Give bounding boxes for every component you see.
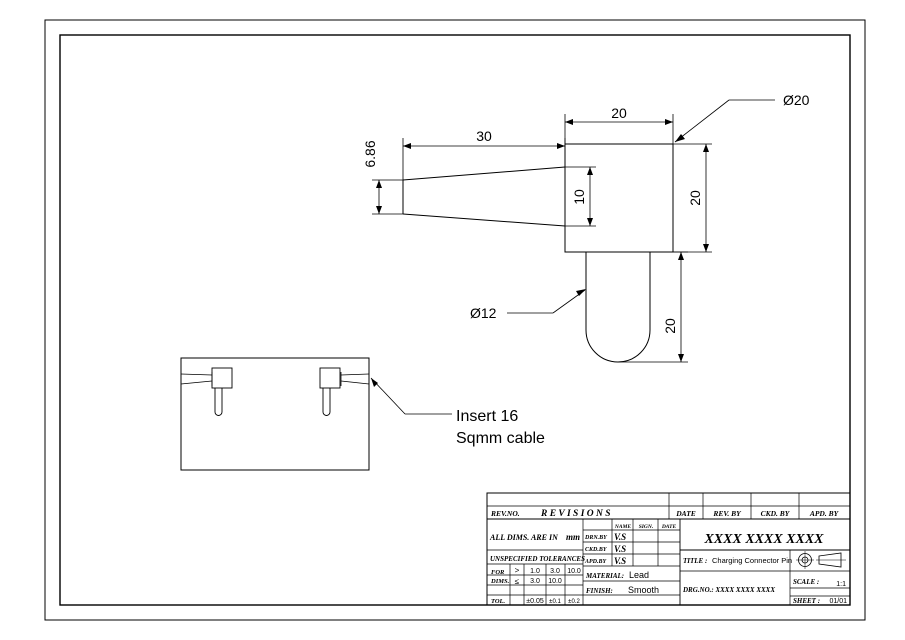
gt-symbol: > [515,566,520,575]
drn-by-value: V.S [614,532,626,542]
outer-border [44,19,866,621]
cable-left [180,373,213,376]
unspecified-tolerances: UNSPECIFIED TOLERANCES [490,555,585,563]
sign-header: SIGN. [639,524,654,530]
tol-range-4: 3.0 [530,578,540,585]
tol-range-5: 10.0 [548,578,562,585]
dim-block-height-label: 20 [687,190,703,206]
drg-no: DRG.NO.: XXXX XXXX XXXX [682,586,775,594]
tol-range-2: 3.0 [550,568,560,575]
tol-label: TOL. [491,598,506,605]
material-label: MATERIAL: [585,572,624,580]
stem [585,252,651,363]
for-label: FOR [491,569,505,576]
dia-top-label: Ø20 [783,92,810,108]
dim-inner: 10 [565,166,596,227]
taper-top-edge [402,166,566,181]
dim-stem-height-label: 20 [662,318,678,334]
dim-inner-label: 10 [571,189,587,205]
inset-frame [180,357,370,471]
title-block: REV.NO. R E V I S I O N S DATE REV. BY C… [486,492,851,606]
revisions-header: R E V I S I O N S [540,509,611,519]
finish-value: Smooth [628,585,659,595]
finish-label: FINISH: [586,587,613,595]
tol-value-3: ±0.2 [568,599,580,605]
inner-border [59,34,851,606]
ckd-by-label: CKD.BY [585,547,608,553]
drawing-code: XXXX XXXX XXXX [703,532,824,547]
ckd-by-header: CKD. BY [761,509,791,518]
note-leader: Insert 16 Sqmm cable [370,377,545,447]
connector-pin-view [402,143,674,363]
mm-label: mm [566,532,580,542]
title-label: TITLE : [683,557,707,565]
apd-by-label: APD.BY [584,559,608,565]
projection-symbol-icon [796,551,846,569]
dims-label: DIMS. [490,578,510,585]
apd-by-header: APD. BY [809,509,840,518]
material-value: Lead [629,570,649,580]
dim-end-height-label: 6.86 [362,140,378,167]
dim-top-width-label: 20 [611,105,627,121]
sheet-label: SHEET : [793,597,820,605]
leader-dia-top: Ø20 [674,92,810,143]
assembly-inset [180,357,370,471]
taper-bottom-edge [402,213,566,227]
dim-end-height: 6.86 [362,140,403,215]
name-header: NAME [614,524,632,530]
note-line-2: Sqmm cable [456,430,545,447]
connector-left-head [211,367,233,389]
dim-stem-height: 20 [618,251,688,363]
title-value: Charging Connector Pin [712,556,792,565]
connector-left-stem [214,388,223,416]
apd-by-value-text: V.S [614,556,626,566]
head-block [564,143,674,253]
date-header-2: DATE [661,524,677,530]
note-line-1: Insert 16 [456,408,518,425]
cable-right [340,373,370,376]
dim-length-label: 30 [476,128,492,144]
connector-right-stem [322,388,331,416]
drn-by-label: DRN.BY [584,535,608,541]
tol-range-3: 10.0 [567,568,581,575]
rev-by-header: REV. BY [712,509,742,518]
dim-block-height: 20 [673,143,712,253]
connector-right-head [319,367,341,389]
tol-value-2: ±0.1 [549,599,561,605]
leader-dia-stem: Ø12 [470,289,586,321]
scale-value: 1:1 [836,581,846,588]
dim-top-width: 20 [564,105,674,144]
scale-label: SCALE : [793,578,819,586]
dim-length: 30 [402,128,566,180]
tol-range-1: 1.0 [530,568,540,575]
date-header: DATE [675,509,696,518]
all-dims-label: ALL DIMS. ARE IN [489,533,559,542]
le-symbol: ≤ [515,577,520,586]
rev-no-header: REV.NO. [490,509,520,518]
dia-stem-label: Ø12 [470,305,497,321]
sheet-value: 01/01 [829,598,847,605]
tol-value-1: ±0.05 [526,598,544,605]
ckd-by-value: V.S [614,544,626,554]
